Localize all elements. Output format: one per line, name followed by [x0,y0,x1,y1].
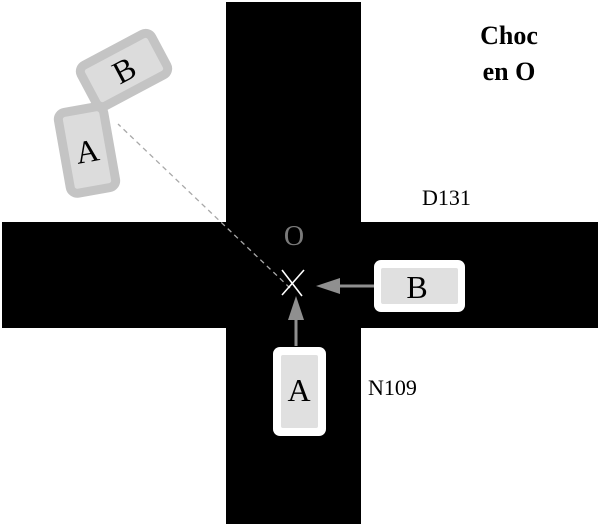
impact-cross-icon [281,269,305,297]
title-line-1: Choc [480,21,538,50]
arrow-vehicle-a-icon [288,296,304,346]
vehicle-a-after: A [53,102,121,198]
road-label-n109: N109 [368,375,417,400]
post-impact-trajectory [117,123,291,289]
road-label-d131: D131 [422,185,471,210]
vehicle-a-before-label: A [287,372,310,408]
vehicle-a-before: A [273,347,326,436]
vehicle-b-before: B [374,260,465,312]
vehicle-b-after: B [75,28,173,112]
impact-point-label: O [284,221,304,252]
title-line-2: en O [483,57,536,86]
arrow-vehicle-b-icon [316,278,374,294]
vehicle-b-before-label: B [406,269,427,305]
